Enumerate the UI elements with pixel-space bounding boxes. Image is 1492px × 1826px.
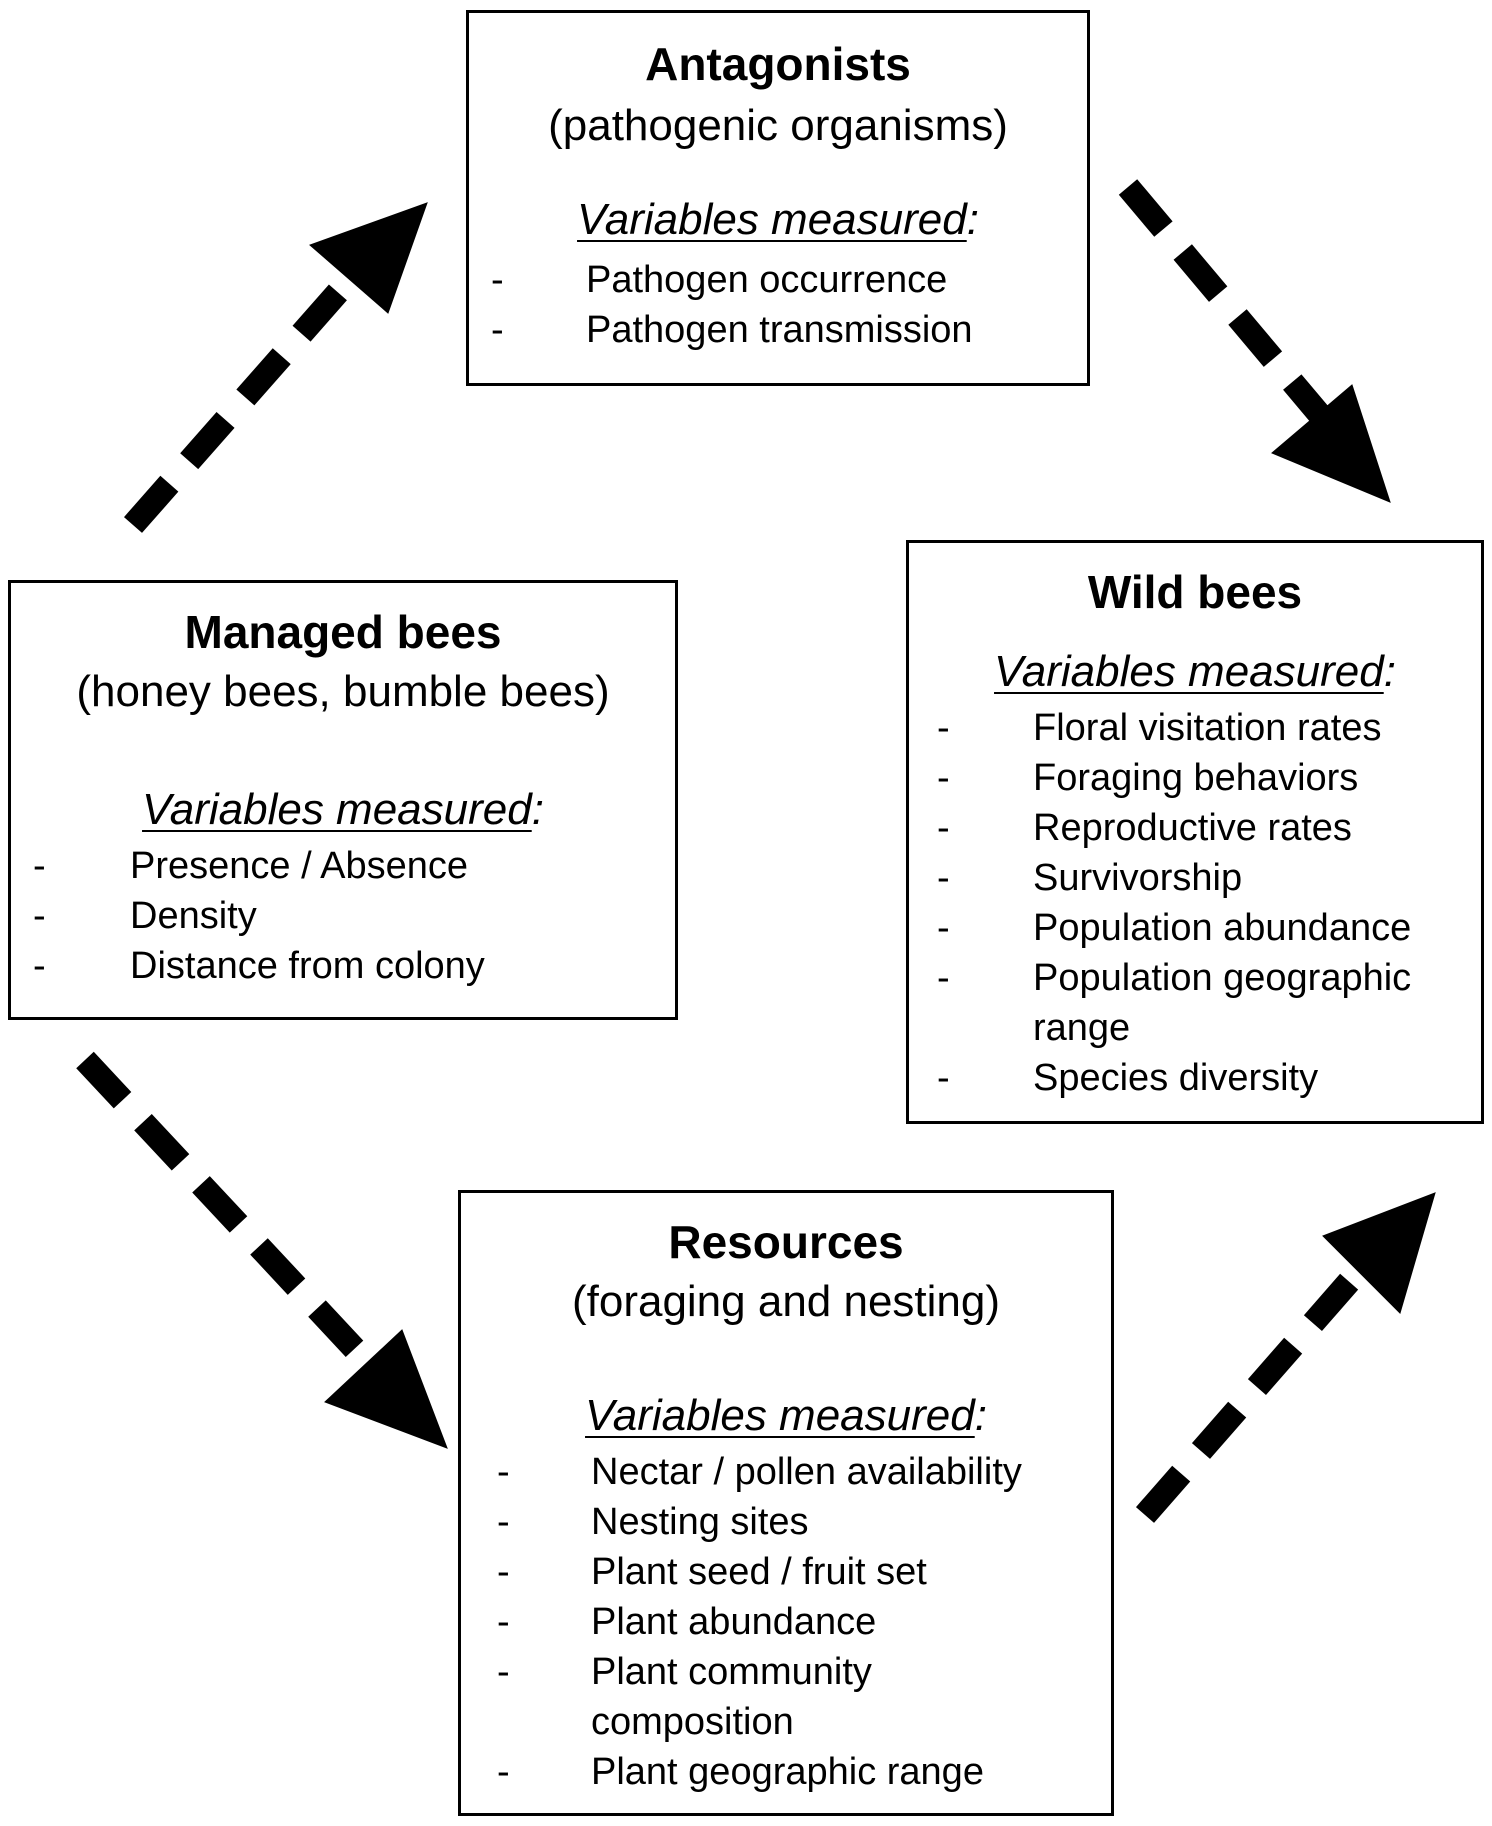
managed-bees-title: Managed bees xyxy=(184,606,502,658)
antagonists-subtitle: (pathogenic organisms) xyxy=(548,101,1008,150)
list-item: -Foraging behaviors xyxy=(937,757,1359,799)
list-item: -Population abundance xyxy=(937,907,1412,949)
list-item: -Presence / Absence xyxy=(33,845,468,887)
wild-bees-title: Wild bees xyxy=(1087,566,1303,618)
list-item: -Plant abundance xyxy=(497,1601,877,1643)
variables-colon: : xyxy=(966,195,979,244)
list-item: -Pathogen transmission xyxy=(491,309,973,351)
list-item: -Plant seed / fruit set xyxy=(497,1551,927,1593)
variables-measured-label: Variables measured xyxy=(577,195,967,244)
list-item: -Plant community composition xyxy=(497,1651,872,1743)
list-item: -Survivorship xyxy=(937,857,1243,899)
wild-bees-variables-heading: Variables measured: xyxy=(909,645,1481,699)
arrow-managed-to-antagonists xyxy=(123,202,428,533)
list-item: -Nesting sites xyxy=(497,1501,809,1543)
variables-colon: : xyxy=(531,785,544,834)
resources-title: Resources xyxy=(668,1216,904,1268)
wild-bees-box: Wild bees Variables measured: -Floral vi… xyxy=(906,540,1484,1124)
antagonists-variable-list: -Pathogen occurrence -Pathogen transmiss… xyxy=(491,255,1071,355)
list-item: -Nectar / pollen availability xyxy=(497,1451,1022,1493)
managed-bees-variable-list: -Presence / Absence -Density -Distance f… xyxy=(33,841,663,991)
resources-variables-heading: Variables measured: xyxy=(461,1389,1111,1443)
resources-box: Resources (foraging and nesting) Variabl… xyxy=(458,1190,1114,1816)
resources-subtitle: (foraging and nesting) xyxy=(571,1277,1001,1326)
arrow-managed-to-resources xyxy=(76,1051,448,1449)
list-item: -Plant geographic range xyxy=(497,1751,984,1793)
arrow-resources-to-wild xyxy=(1135,1192,1436,1523)
variables-measured-label: Variables measured xyxy=(994,647,1384,696)
resources-variable-list: -Nectar / pollen availability -Nesting s… xyxy=(497,1447,1097,1797)
managed-bees-subtitle: (honey bees, bumble bees) xyxy=(76,667,610,716)
list-item: -Floral visitation rates xyxy=(937,707,1382,749)
wild-bees-variable-list: -Floral visitation rates -Foraging behav… xyxy=(937,703,1477,1103)
managed-bees-variables-heading: Variables measured: xyxy=(11,783,675,837)
list-item: -Distance from colony xyxy=(33,945,485,987)
variables-colon: : xyxy=(1383,647,1396,696)
list-item: -Density xyxy=(33,895,257,937)
antagonists-variables-heading: Variables measured: xyxy=(469,193,1087,247)
antagonists-box: Antagonists (pathogenic organisms) Varia… xyxy=(466,10,1090,386)
arrow-antagonists-to-wild xyxy=(1118,179,1391,503)
variables-measured-label: Variables measured xyxy=(142,785,532,834)
list-item: -Species diversity xyxy=(937,1057,1319,1099)
list-item: -Reproductive rates xyxy=(937,807,1352,849)
list-item: -Population geographic range xyxy=(937,957,1412,1049)
variables-measured-label: Variables measured xyxy=(585,1391,975,1440)
list-item: -Pathogen occurrence xyxy=(491,259,948,301)
managed-bees-box: Managed bees (honey bees, bumble bees) V… xyxy=(8,580,678,1020)
variables-colon: : xyxy=(974,1391,987,1440)
antagonists-title: Antagonists xyxy=(645,38,911,90)
